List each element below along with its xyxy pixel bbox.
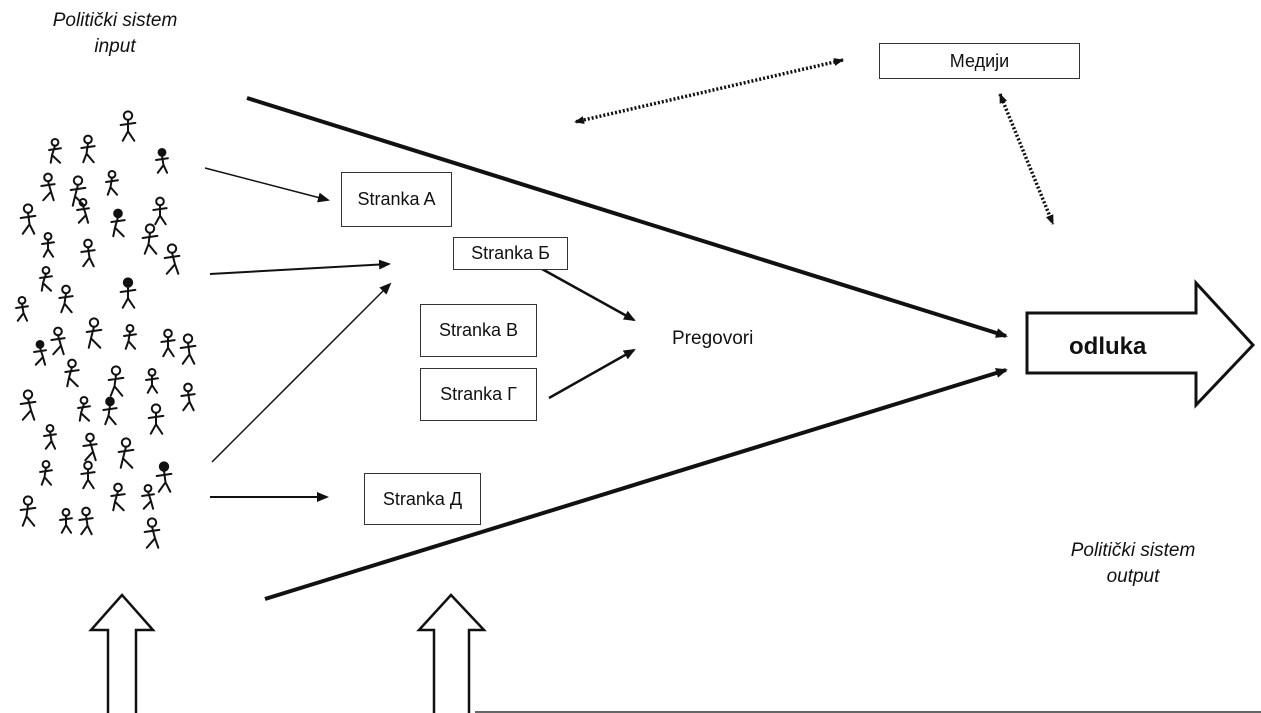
stick-figure <box>107 365 125 397</box>
funnel-bottom-line <box>264 368 1008 601</box>
stick-figure <box>15 295 29 322</box>
stick-figure <box>19 389 37 421</box>
output-label-line2: output <box>1106 566 1160 587</box>
stick-figure-crowd-icon <box>15 110 197 549</box>
stick-figure <box>50 326 66 356</box>
stick-figure <box>43 423 57 450</box>
input-up-arrow-right-icon <box>416 593 487 713</box>
media-dotted-arrow-down <box>998 93 1055 225</box>
stick-figure <box>19 495 37 527</box>
stick-figure <box>80 460 96 490</box>
stick-figure <box>59 507 73 534</box>
stick-figure <box>39 459 53 486</box>
negotiations-label: Pregovori <box>672 328 754 349</box>
stick-figure <box>105 169 119 196</box>
stick-figure <box>163 243 181 275</box>
media-dotted-arrow-left <box>574 58 844 124</box>
stick-figure <box>145 367 159 394</box>
stick-figure <box>40 172 56 202</box>
stick-figure <box>58 284 74 314</box>
stick-figure <box>82 432 98 462</box>
media-box: Медији <box>879 43 1080 79</box>
arrow-g-to-pregovori <box>548 348 636 400</box>
stick-figure <box>69 175 87 207</box>
stick-figure <box>117 437 135 469</box>
party-box-b: Stranka Б <box>453 237 568 270</box>
output-label: Politički sistem output <box>1038 538 1228 590</box>
party-box-v: Stranka B <box>420 304 537 357</box>
stick-figure <box>110 482 126 512</box>
input-label-line2: input <box>94 36 136 57</box>
output-label-line1: Politički sistem <box>1070 540 1196 561</box>
stick-figure <box>102 396 118 426</box>
stick-figure <box>180 382 196 412</box>
stick-figure <box>152 196 168 226</box>
stick-figure <box>33 339 47 366</box>
stick-figure <box>77 395 91 422</box>
decision-arrow-icon <box>1025 279 1256 409</box>
arrow-b-to-pregovori <box>541 267 636 322</box>
stick-figure <box>19 203 37 235</box>
stick-figure <box>78 506 94 536</box>
stick-figure <box>160 328 176 358</box>
stick-figure <box>123 323 137 350</box>
stick-figure <box>141 223 159 255</box>
funnel-top-line <box>246 96 1008 338</box>
stick-figure <box>80 134 96 164</box>
arrow-diagonal-up <box>211 282 392 463</box>
input-up-arrow-left-icon <box>88 593 156 713</box>
input-label-line1: Politički sistem <box>52 10 178 31</box>
stick-figure <box>48 137 62 164</box>
arrow-to-stranka-a <box>204 167 330 203</box>
stick-figure <box>155 461 173 493</box>
stick-figure <box>80 238 96 268</box>
stick-figure <box>155 147 169 174</box>
party-box-g: Stranka Г <box>420 368 537 421</box>
stick-figure <box>119 110 137 142</box>
stick-figure <box>76 197 90 224</box>
stick-figure <box>41 231 55 258</box>
arrow-to-stranka-b <box>209 259 391 275</box>
party-box-a: Stranka A <box>341 172 452 227</box>
stick-figure <box>110 208 126 238</box>
stick-figure <box>119 277 137 309</box>
stick-figure <box>141 483 155 510</box>
stick-figure <box>39 265 53 292</box>
decision-label: odluka <box>1069 333 1147 360</box>
input-label: Politički sistem input <box>20 8 210 60</box>
stick-figure <box>85 317 103 349</box>
stick-figure <box>64 358 80 388</box>
stick-figure <box>179 333 197 365</box>
party-box-d: Stranka Д <box>364 473 481 525</box>
stick-figure <box>147 403 165 435</box>
stick-figure <box>143 517 161 549</box>
